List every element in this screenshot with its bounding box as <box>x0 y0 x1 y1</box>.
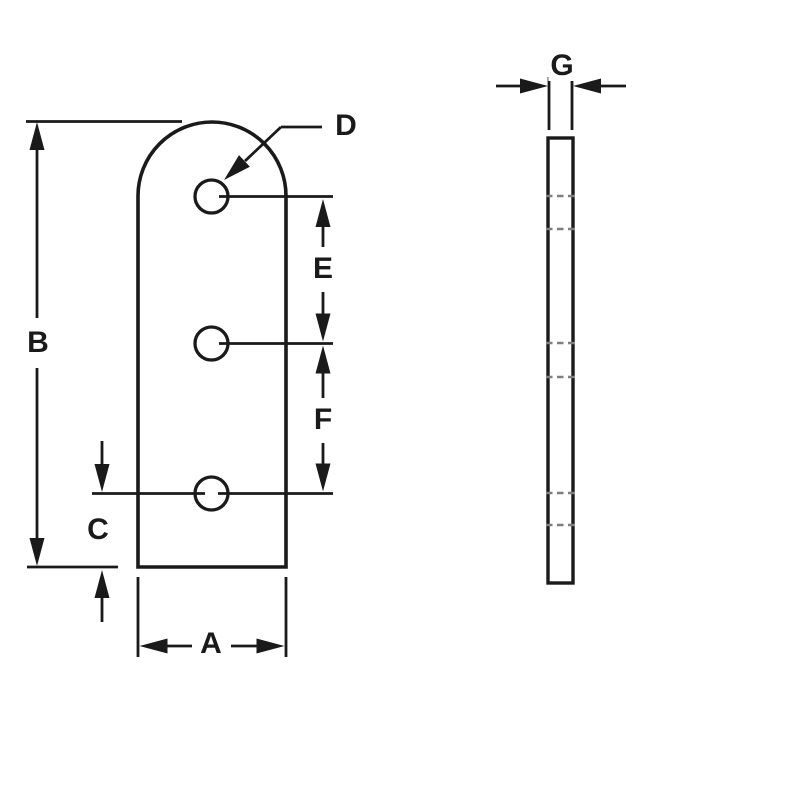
part-outline <box>136 120 288 569</box>
front-view <box>92 120 333 569</box>
dim-a-group <box>136 577 288 657</box>
dim-e-arrow-up <box>315 199 331 227</box>
dim-f-group <box>315 345 331 492</box>
callout-d-group <box>224 125 322 180</box>
dim-b-group <box>26 120 182 569</box>
dim-label-c: C <box>85 513 111 546</box>
callout-d-leader-diagonal <box>244 125 282 163</box>
hole-top <box>193 178 230 215</box>
dim-a-arrow-left <box>139 638 168 654</box>
dim-label-d: D <box>333 109 359 142</box>
dim-c-arrow-down <box>94 464 110 492</box>
dim-f-arrow-down <box>315 463 331 492</box>
side-hidden-hole-lines <box>546 194 575 527</box>
dim-e-arrow-down <box>315 313 331 342</box>
dim-label-a: A <box>198 627 224 660</box>
dim-label-e: E <box>310 252 336 285</box>
dim-label-g: G <box>548 49 576 82</box>
side-view <box>546 136 575 585</box>
dim-c-arrow-up <box>94 570 110 598</box>
hole-middle <box>193 325 230 362</box>
dim-label-f: F <box>311 403 335 436</box>
side-profile-outline <box>546 136 575 585</box>
dim-g-arrow-left-point <box>573 78 601 94</box>
dim-label-b: B <box>25 326 51 359</box>
dim-c-group <box>94 441 110 622</box>
hole-bottom <box>193 475 230 512</box>
dim-b-arrow-up <box>29 122 45 150</box>
dim-a-arrow-right <box>256 638 285 654</box>
dim-f-arrow-up <box>315 345 331 374</box>
callout-d-arrowhead <box>224 155 250 180</box>
dim-g-arrow-right-point <box>520 78 548 94</box>
dim-b-arrow-down <box>29 538 45 566</box>
dim-g-group <box>496 77 626 130</box>
dim-e-group <box>315 199 331 342</box>
